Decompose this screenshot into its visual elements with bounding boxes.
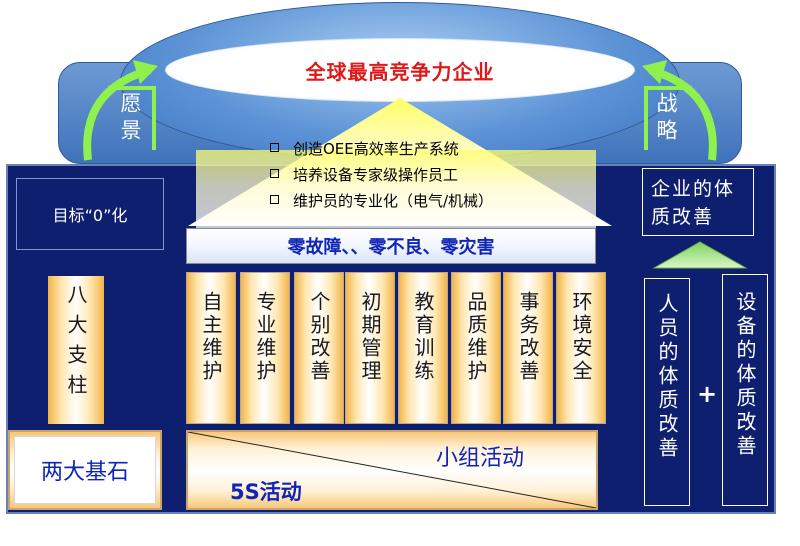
bullet-square-icon <box>270 143 279 152</box>
goal-item: 创造OEE高效率生产系统 <box>270 136 600 162</box>
pillar-office-improvement: 事务改善 <box>503 272 553 424</box>
enterprise-improvement-box: 企业的体质改善 <box>642 168 754 236</box>
people-improvement-box: 人员的体质改善 <box>644 278 690 506</box>
pillar-individual-improvement: 个别改善 <box>294 272 344 424</box>
foundation-diagonal <box>188 432 596 508</box>
pillar-environment-safety: 环境安全 <box>556 272 606 424</box>
bullet-square-icon <box>270 195 279 204</box>
goal-item: 培养设备专家级操作员工 <box>270 162 600 188</box>
vision-label: 愿景 <box>118 92 142 146</box>
pillar-quality-maintenance: 品质维护 <box>451 272 501 424</box>
zero-banner: 零故障、、零不良、零灾害 <box>186 228 596 264</box>
zero-banner-text: 零故障、、零不良、零灾害 <box>287 237 495 258</box>
target-zero-text: 目标“0”化 <box>52 206 128 225</box>
goals-list: 创造OEE高效率生产系统 培养设备专家级操作员工 维护员的专业化（电气/机械） <box>270 136 600 214</box>
right-curved-arrow <box>648 66 717 161</box>
pillar-initial-management: 初期管理 <box>345 272 395 424</box>
eight-pillars-box: 八大支柱 <box>48 276 104 424</box>
equipment-improvement-box: 设备的体质改善 <box>722 274 768 506</box>
bullet-square-icon <box>270 169 279 178</box>
five-s-label: 5S活动 <box>230 480 302 504</box>
vision-label-box <box>108 86 156 150</box>
vision-text: 全球最高竞争力企业 <box>305 59 495 84</box>
small-group-label: 小组活动 <box>436 446 525 471</box>
left-arrow-head <box>133 60 158 84</box>
pillar-professional-maintenance: 专业维护 <box>240 272 290 424</box>
strategy-label: 战略 <box>654 92 678 146</box>
equipment-improvement-text: 设备的体质改善 <box>733 291 757 459</box>
up-arrow-icon <box>652 241 748 269</box>
eight-pillars-label: 八大支柱 <box>64 284 88 404</box>
two-foundations-label: 两大基石 <box>40 460 129 485</box>
left-curved-arrow <box>83 66 152 161</box>
goal-item: 维护员的专业化（电气/机械） <box>270 188 600 214</box>
foundation-box: 小组活动 5S活动 <box>186 430 598 510</box>
right-arrow-head <box>642 60 667 84</box>
plus-sign: + <box>697 380 718 408</box>
two-foundations-box: 两大基石 <box>8 430 162 510</box>
enterprise-improvement-text: 企业的体质改善 <box>651 178 736 228</box>
strategy-label-box <box>644 86 692 150</box>
pillar-autonomous-maintenance: 自主维护 <box>186 272 236 424</box>
two-foundations-inner: 两大基石 <box>14 436 156 504</box>
target-zero-box: 目标“0”化 <box>16 178 164 250</box>
people-improvement-text: 人员的体质改善 <box>655 293 679 461</box>
pillar-education-training: 教育训练 <box>398 272 448 424</box>
